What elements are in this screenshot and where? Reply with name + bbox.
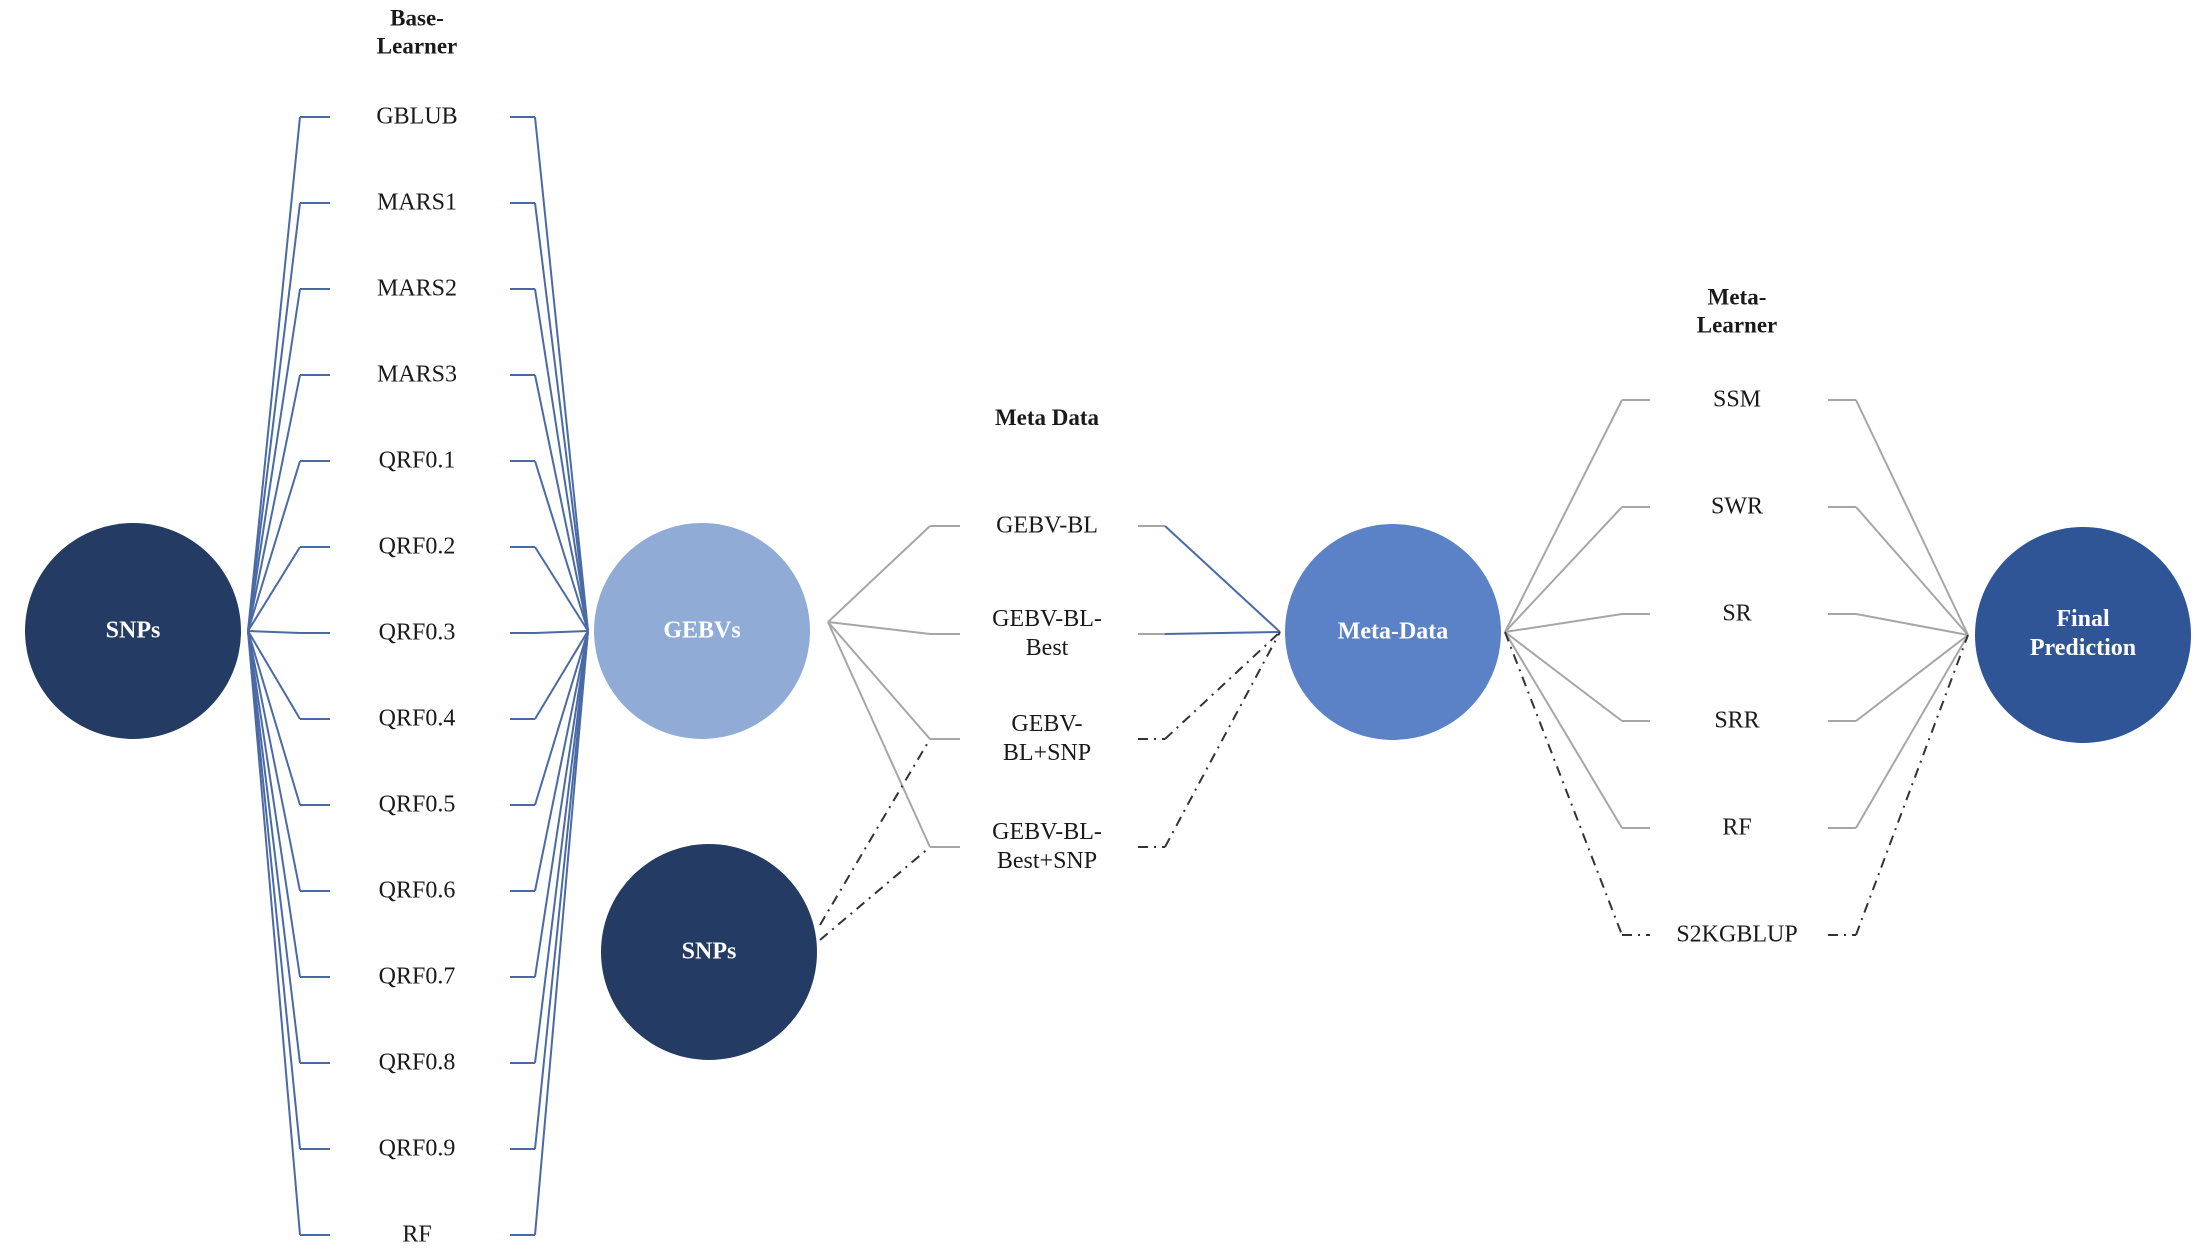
meta-learner-left-link (1504, 399, 1623, 633)
base-learner-item: QRF0.6 (378, 877, 456, 904)
meta-learner-right-link (1855, 634, 1969, 936)
base-learner-left-link (247, 630, 301, 892)
meta-learner-item: SWR (1710, 493, 1764, 520)
base-learner-right-link (534, 630, 589, 1236)
base-learner-left-link (247, 630, 301, 806)
base-learner-connectors (247, 116, 589, 1236)
meta-learner-left-link (1504, 613, 1623, 633)
base-learner-left-link (247, 288, 301, 632)
base-learner-item: GBLUB (376, 103, 458, 130)
snps-input-label: SNPs (105, 617, 161, 644)
meta-data-right-link (1164, 631, 1281, 740)
snps-to-meta-link (819, 738, 931, 926)
base-learner-left-link (247, 630, 301, 978)
meta-data-item: GEBV-BL- Best+SNP (992, 819, 1102, 874)
base-learner-item: QRF0.5 (378, 791, 456, 818)
base-learner-left-link (247, 630, 301, 720)
meta-data-gebv-link (827, 621, 931, 740)
base-learner-right-link (534, 630, 589, 1064)
meta-data-label: Meta-Data (1337, 618, 1449, 645)
meta-data-node (1285, 524, 1501, 740)
final-prediction-node (1975, 527, 2191, 743)
meta-learner-left-link (1504, 506, 1623, 633)
meta-learner-item: SSM (1712, 386, 1762, 413)
gebvs-label: GEBVs (663, 617, 741, 644)
base-learner-right-link (534, 374, 589, 632)
meta-data-item: GEBV-BL- Best (992, 606, 1102, 661)
meta-learner-item: S2KGBLUP (1676, 921, 1798, 948)
base-learner-right-link (534, 630, 589, 806)
base-learner-item: QRF0.8 (378, 1049, 456, 1076)
snps-second-node (601, 844, 817, 1060)
base-learner-item: MARS1 (376, 189, 458, 216)
base-learner-right-link (534, 116, 589, 632)
base-learner-right-link (534, 546, 589, 632)
base-learner-right-link (534, 630, 589, 720)
base-learner-item: QRF0.3 (378, 619, 456, 646)
base-learner-item: MARS2 (376, 275, 458, 302)
snps-to-meta-link (819, 846, 931, 941)
base-learner-right-link (534, 630, 589, 892)
base-learner-left-link (247, 374, 301, 632)
base-learner-left-link (247, 630, 301, 1150)
base-learner-left-link (247, 460, 301, 632)
base-learner-left-link (247, 546, 301, 632)
gebvs-node (594, 523, 810, 739)
meta-learner-right-link (1855, 634, 1969, 829)
meta-learner-item: RF (1722, 814, 1752, 841)
base-learner-left-link (247, 116, 301, 632)
meta-data-right-link (1164, 631, 1281, 848)
base-learner-left-link (247, 630, 301, 634)
base-learner-right-link (534, 630, 589, 978)
meta-learner-right-link (1855, 613, 1969, 636)
base-learner-left-link (247, 630, 301, 1236)
meta-data-gebv-link (827, 525, 931, 623)
base-learner-item: QRF0.7 (378, 963, 456, 990)
meta-learner-right-link (1855, 399, 1969, 636)
meta-learner-right-link (1855, 506, 1969, 636)
base-learner-right-link (534, 202, 589, 632)
base-learner-right-link (534, 630, 589, 634)
meta-learner-left-link (1504, 631, 1623, 829)
base-learner-heading: Base- Learner (376, 5, 458, 58)
snps-input-node (25, 523, 241, 739)
base-learner-item: QRF0.9 (378, 1135, 456, 1162)
meta-data-connectors (819, 525, 1281, 941)
base-learner-left-link (247, 630, 301, 1064)
meta-data-item: GEBV- BL+SNP (1002, 711, 1092, 766)
meta-learner-item: SRR (1714, 707, 1760, 734)
meta-learner-connectors (1504, 399, 1969, 936)
base-learner-left-link (247, 202, 301, 632)
meta-data-gebv-link (827, 621, 931, 635)
base-learner-right-link (534, 460, 589, 632)
base-learner-item: MARS3 (376, 361, 458, 388)
base-learner-right-link (534, 288, 589, 632)
base-learner-item: QRF0.4 (378, 705, 456, 732)
meta-learner-left-link (1504, 631, 1623, 936)
base-learner-item: QRF0.2 (378, 533, 456, 560)
meta-learner-heading: Meta- Learner (1696, 284, 1778, 337)
base-learner-right-link (534, 630, 589, 1150)
base-learner-item: QRF0.1 (378, 447, 456, 474)
meta-learner-item: SR (1722, 600, 1752, 627)
meta-data-right-link (1164, 525, 1281, 633)
meta-data-heading: Meta Data (994, 405, 1100, 431)
meta-data-right-link (1164, 631, 1281, 635)
meta-learner-left-link (1504, 631, 1623, 722)
meta-data-gebv-link (827, 621, 931, 848)
meta-learner-right-link (1855, 634, 1969, 722)
meta-data-item: GEBV-BL (996, 512, 1098, 539)
final-prediction-label: Final Prediction (2029, 606, 2137, 661)
snps-second-label: SNPs (681, 938, 737, 965)
base-learner-item: RF (402, 1221, 432, 1248)
